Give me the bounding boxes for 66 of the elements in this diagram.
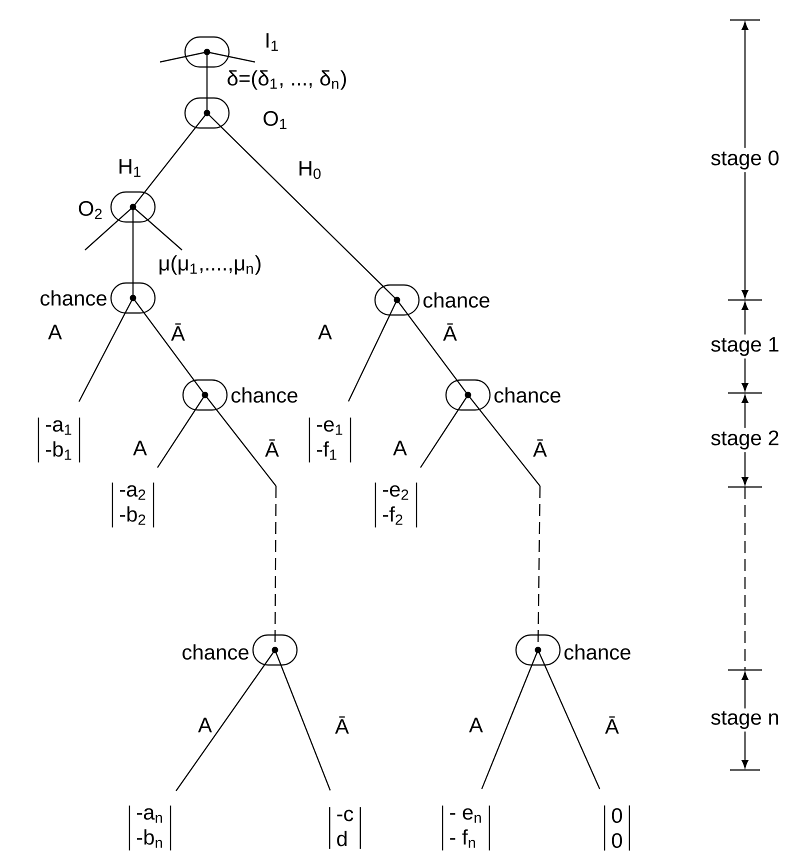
tree-branch	[132, 206, 182, 250]
tree-branch	[160, 51, 208, 63]
edge-label: A	[131, 438, 149, 458]
tree-branch	[176, 650, 276, 792]
payoff-vector: -a$_{1}$ -b$_{1}$	[38, 418, 80, 462]
edge-label: Ā	[531, 437, 549, 459]
payoff-vector: -e$_{2}$ -f$_{2}$	[374, 482, 418, 528]
chance-node-oval	[515, 634, 561, 666]
node-label: O$_{2}$	[78, 201, 102, 219]
tree-branch	[84, 206, 134, 250]
node-label: chance	[182, 644, 248, 660]
node-label: chance	[423, 292, 490, 308]
node-label: chance	[494, 387, 560, 403]
chance-node-oval	[182, 379, 228, 411]
chance-node-oval	[252, 634, 298, 666]
chance-node-oval	[445, 379, 491, 411]
tree-branch	[78, 298, 134, 402]
tree-branch	[206, 52, 208, 113]
payoff-vector: -c d	[329, 807, 361, 849]
node-label: chance	[40, 290, 106, 306]
tree-branch	[468, 394, 541, 650]
edge-label: Ā	[169, 321, 187, 343]
tree-branch	[274, 650, 331, 791]
edge-label: Ā	[333, 714, 351, 736]
tree-branch	[396, 300, 468, 396]
tree-branch	[537, 650, 600, 790]
chance-node-oval	[110, 191, 156, 223]
edge-label: A	[46, 322, 64, 342]
edge-label: A	[467, 716, 485, 734]
chance-node-oval	[184, 36, 230, 68]
payoff-vector: 0 0	[604, 805, 630, 851]
edge-label: Ā	[441, 321, 459, 343]
node-label: O$_{1}$	[264, 111, 286, 129]
payoff-vector: -a$_{n}$ -b$_{n}$	[128, 806, 172, 850]
tree-branch	[348, 300, 398, 402]
tree-branch	[157, 394, 206, 468]
node-label: chance	[231, 387, 298, 403]
tree-branch	[132, 112, 208, 208]
edge-label: δ=(δ$_{1}$, ..., δ$_{n}$)	[224, 68, 350, 92]
edge-label: H$_{0}$	[296, 159, 324, 181]
stage-label: stage 2	[711, 430, 778, 450]
payoff-vector: -a$_{2}$ -b$_{2}$	[112, 482, 154, 528]
tree-branch	[204, 394, 277, 650]
tree-branch	[420, 394, 468, 468]
edge-label: A	[316, 322, 334, 342]
tree-branch	[206, 112, 398, 300]
payoff-vector: - e$_{n}$ - f$_{n}$	[442, 806, 490, 850]
edge-label: Ā	[603, 714, 621, 736]
edge-label: μ(μ$_{1}$,....,μ$_{n}$)	[156, 253, 264, 277]
tree-branch	[132, 298, 206, 396]
node-label: chance	[564, 644, 630, 660]
tree-branch	[132, 207, 134, 298]
tree-branch	[481, 650, 539, 790]
chance-node-oval	[110, 282, 156, 314]
chance-node-oval	[184, 97, 230, 129]
edge-label: Ā	[263, 437, 281, 459]
stage-label: stage 1	[711, 337, 778, 356]
node-label: I$_{1}$	[266, 33, 278, 51]
tree-branch	[206, 51, 256, 63]
stage-label: stage 0	[711, 150, 779, 170]
payoff-vector: -e$_{1}$ -f$_{1}$	[308, 418, 352, 462]
edge-label: A	[196, 716, 214, 734]
edge-label: A	[391, 438, 409, 458]
edge-label: H$_{1}$	[116, 157, 144, 179]
stage-label: stage n	[711, 711, 778, 729]
chance-node-oval	[374, 284, 420, 316]
